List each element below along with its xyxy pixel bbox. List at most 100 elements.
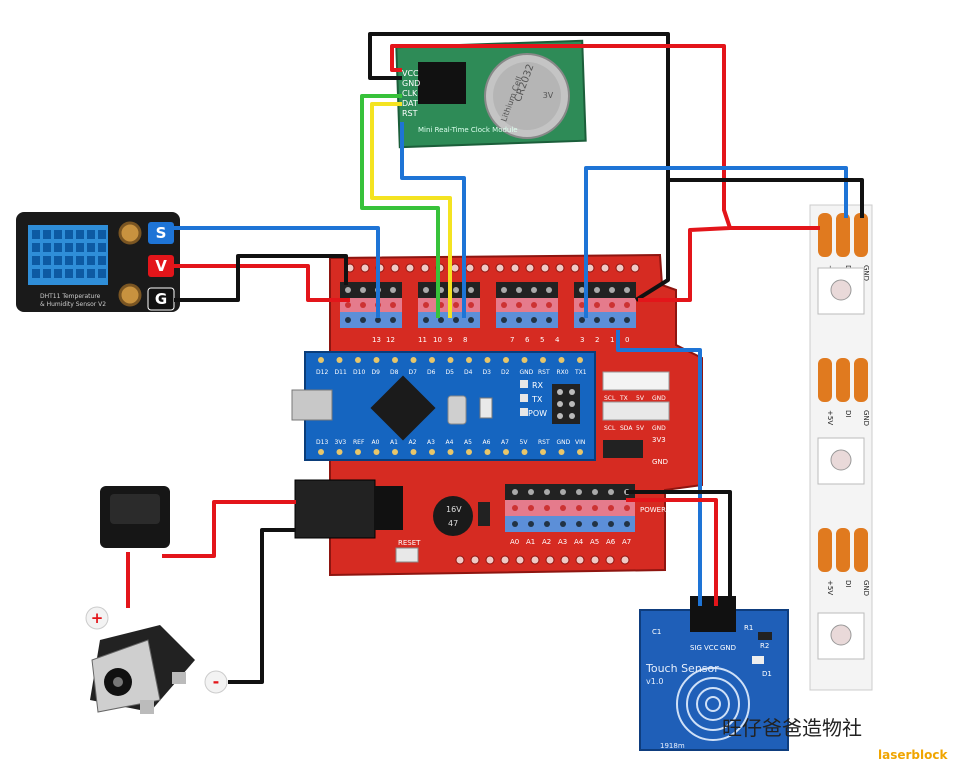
digital-label-5: 5 xyxy=(540,336,544,344)
i2c-label-5v: 5V xyxy=(636,425,645,432)
digital-label-7: 7 xyxy=(510,336,514,344)
nano-top-d6: D6 xyxy=(427,369,436,376)
strip-led-2 xyxy=(817,437,865,485)
reset-label: RESET xyxy=(398,539,421,547)
nano-bottom-a2: A2 xyxy=(409,439,417,446)
nano-top-d2: D2 xyxy=(501,369,510,376)
uart-label-tx: TX xyxy=(619,395,628,402)
nano-top-d10: D10 xyxy=(353,369,365,376)
nano-bottom-a1: A1 xyxy=(390,439,398,446)
watermark: 旺仔爸爸造物社 xyxy=(722,716,862,740)
digital-label-2: 2 xyxy=(595,336,599,344)
touch-pin-vcc: VCC xyxy=(704,644,719,652)
nano-top-d3: D3 xyxy=(483,369,492,376)
minus-marker: - xyxy=(204,670,228,694)
wire-red-rtc-vcc xyxy=(390,44,732,302)
nano-top-gnd: GND xyxy=(520,369,534,376)
pin-block-1 xyxy=(340,282,402,328)
touch-part-c1: C1 xyxy=(652,628,661,636)
icsp-header xyxy=(552,384,580,424)
touch-version: v1.0 xyxy=(646,677,663,686)
digital-label-4: 4 xyxy=(555,336,560,344)
i2c-label-scl: SCL xyxy=(604,425,616,432)
touch-part-r2: R2 xyxy=(760,642,769,650)
wire-blue-touch-sig xyxy=(616,330,702,606)
gnd-label: GND xyxy=(652,458,668,466)
rtc-chip xyxy=(418,62,466,104)
wire-black-touch-gnd xyxy=(626,490,732,606)
microcontroller-chip xyxy=(370,375,436,441)
wire-black-minus-jack xyxy=(228,528,296,684)
pin-block-3 xyxy=(496,282,558,328)
digital-label-12: 12 xyxy=(386,336,395,344)
power-label: POWER xyxy=(640,506,666,514)
touch-code: 1918m xyxy=(660,742,685,750)
rtc-pin-rst: RST xyxy=(402,109,418,118)
wire-red-touch-vcc xyxy=(626,498,718,606)
strip-label-gnd: GND xyxy=(862,265,870,281)
rtc-caption: Mini Real-Time Clock Module xyxy=(418,126,518,134)
strip-label-di: DI xyxy=(844,410,852,417)
crystal xyxy=(447,395,467,425)
nano-bottom-a6: A6 xyxy=(483,439,491,446)
uart-label-gnd: GND xyxy=(652,395,666,402)
digital-label-6: 6 xyxy=(525,336,530,344)
analog-label-a6: A6 xyxy=(606,538,616,546)
rtc-pin-gnd: GND xyxy=(402,79,420,88)
dht-pin-s: S xyxy=(156,224,167,242)
plus-marker: + xyxy=(85,606,109,630)
digital-label-3: 3 xyxy=(580,336,584,344)
digital-label-1: 1 xyxy=(610,336,614,344)
wire-blue-dht-signal xyxy=(174,226,380,318)
pin-block-4 xyxy=(574,282,636,328)
analog-label-a2: A2 xyxy=(542,538,551,546)
cap-label-value: 47 xyxy=(448,519,458,528)
uart-label-scl: SCL xyxy=(604,395,616,402)
rtc-pin-dat: DAT xyxy=(402,99,418,108)
analog-label-a1: A1 xyxy=(526,538,535,546)
nano-bottom-d13: D13 xyxy=(316,439,328,446)
dht-caption-1: DHT11 Temperature xyxy=(40,293,101,300)
v33-label: 3V3 xyxy=(652,436,666,444)
touch-pin-sig: SIG xyxy=(690,644,702,652)
analog-label-a3: A3 xyxy=(558,538,567,546)
touch-part-r1: R1 xyxy=(744,624,753,632)
rocker-switch xyxy=(100,486,170,548)
strip-led-3 xyxy=(817,612,865,660)
nano-bottom-a4: A4 xyxy=(446,439,454,446)
cap-label-voltage: 16V xyxy=(446,505,462,514)
touch-title: Touch Sensor xyxy=(645,662,719,675)
usb-port xyxy=(291,389,333,421)
nano-top-rx0: RX0 xyxy=(557,369,569,376)
wires xyxy=(126,32,864,684)
digital-label-11: 11 xyxy=(418,336,427,344)
touch-sensor: Touch Sensor v1.0 SIG VCC GND 1918m C1 R… xyxy=(639,596,789,751)
wire-yellow-rtc-dat xyxy=(370,102,452,318)
dht-caption-2: & Humidity Sensor V2 xyxy=(40,301,106,308)
wire-red-switch-jack xyxy=(162,500,296,558)
wire-green-rtc-clk xyxy=(360,94,440,318)
nano-top-d4: D4 xyxy=(464,369,473,376)
digital-label-10: 10 xyxy=(433,336,442,344)
dht11-sensor: S V G DHT11 Temperature & Humidity Senso… xyxy=(16,212,180,312)
dht-pin-v: V xyxy=(155,257,167,275)
nano-top-rst: RST xyxy=(538,369,550,376)
wire-blue-rtc-rst xyxy=(400,122,466,318)
digital-label-8: 8 xyxy=(463,336,467,344)
nano-bottom-gnd: GND xyxy=(557,439,571,446)
led-label-tx: TX xyxy=(531,395,543,404)
shield-dc-jack xyxy=(294,479,403,539)
nano-bottom-5v: 5V xyxy=(520,439,529,446)
reset-button-small xyxy=(479,397,493,419)
nano-top-d12: D12 xyxy=(316,369,328,376)
brand-logo: laserblock xyxy=(878,748,948,762)
